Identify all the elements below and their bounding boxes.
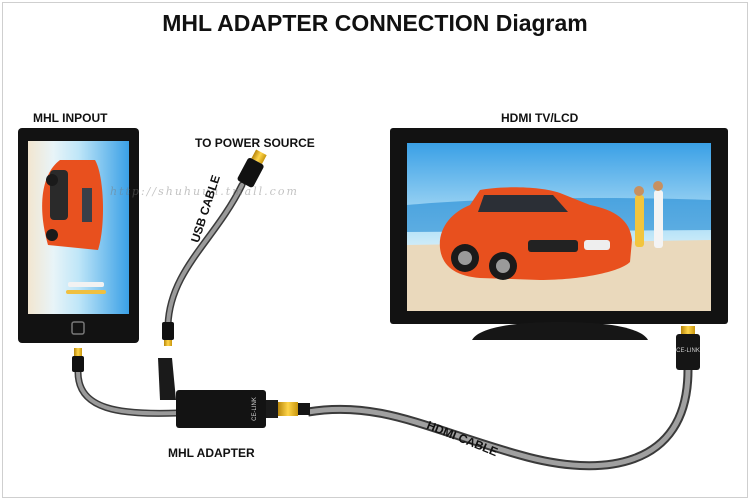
mhl-micro-usb-cable — [74, 371, 179, 417]
tv-car-image — [439, 187, 632, 280]
phone-car-image — [42, 160, 104, 250]
watermark-text: http://shuhuun.tmall.com — [110, 185, 299, 198]
usb-power-plug — [237, 149, 267, 188]
hdmi-cable — [307, 369, 693, 471]
label-mhl-adapter: MHL ADAPTER — [168, 446, 255, 460]
micro-usb-plug — [72, 348, 84, 372]
label-mhl-input: MHL INPOUT — [33, 111, 108, 125]
hdmi-tv — [390, 128, 728, 340]
usb-cable — [164, 181, 246, 329]
phone-people-image — [66, 282, 106, 294]
mhl-adapter: CE-LINK — [158, 358, 310, 428]
phone-home-button — [71, 321, 85, 335]
hdmi-plug-tv: CE-LINK — [676, 326, 700, 370]
tv-people-image — [634, 181, 663, 248]
svg-text:CE-LINK: CE-LINK — [676, 348, 700, 354]
svg-text:CE-LINK: CE-LINK — [252, 397, 258, 421]
usb-adapter-plug — [162, 322, 174, 346]
phone — [18, 128, 139, 343]
diagram-title: MHL ADAPTER CONNECTION Diagram — [162, 10, 588, 36]
label-hdmi-tv: HDMI TV/LCD — [501, 111, 579, 125]
tv-stand — [472, 322, 648, 340]
label-power-source: TO POWER SOURCE — [195, 136, 315, 150]
